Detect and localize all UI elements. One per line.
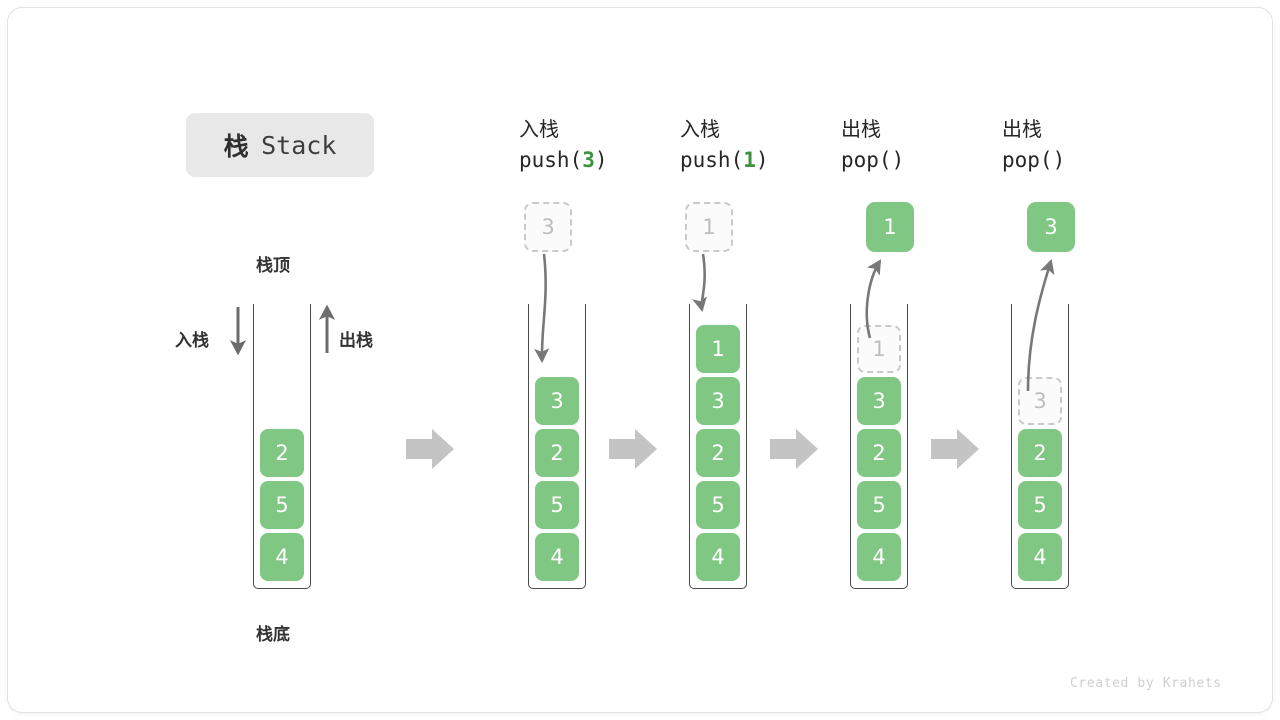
stack-cell: 4	[696, 533, 740, 581]
stack-cell: 5	[857, 481, 901, 529]
step-header-2: 入栈 push(1)	[680, 114, 830, 176]
stack-top-label: 栈顶	[256, 256, 290, 276]
stack-cell: 5	[696, 481, 740, 529]
popped-ghost-cell: 3	[1018, 377, 1062, 425]
step-header-3: 出栈 pop()	[841, 114, 991, 176]
stack-cell: 2	[535, 429, 579, 477]
code-suffix: )	[891, 148, 905, 172]
block-arrow	[931, 429, 979, 469]
incoming-value-ghost-1: 3	[524, 202, 572, 252]
code-prefix: pop(	[841, 148, 892, 172]
stack-cell: 3	[535, 377, 579, 425]
step-header-4: 出栈 pop()	[1002, 114, 1152, 176]
block-arrow	[770, 429, 818, 469]
stack-cell: 2	[1018, 429, 1062, 477]
code-prefix: push(	[680, 148, 744, 172]
step-op-cn-3: 出栈	[841, 117, 881, 141]
step-op-cn-2: 入栈	[680, 117, 720, 141]
step-op-code-2: push(1)	[680, 144, 830, 176]
step-op-code-3: pop()	[841, 144, 991, 176]
stack-cell: 5	[260, 481, 304, 529]
pop-direction-label: 出栈	[339, 331, 373, 351]
step-op-cn-4: 出栈	[1002, 117, 1042, 141]
stack-cell: 4	[260, 533, 304, 581]
diagram-title: 栈 Stack	[186, 113, 374, 177]
outgoing-value-3: 1	[866, 202, 914, 252]
step-op-code-1: push(3)	[519, 144, 669, 176]
code-arg: 3	[582, 148, 595, 172]
stack-cell: 5	[535, 481, 579, 529]
stack-cell: 2	[696, 429, 740, 477]
stack-container-step-1: 3 2 5 4	[528, 304, 586, 589]
stack-container-step-4: 3 2 5 4	[1011, 304, 1069, 589]
stack-container-initial: 2 5 4	[253, 304, 311, 589]
code-prefix: pop(	[1002, 148, 1053, 172]
title-english: Stack	[261, 130, 337, 160]
stack-cell: 5	[1018, 481, 1062, 529]
incoming-value-ghost-2: 1	[685, 202, 733, 252]
step-op-code-4: pop()	[1002, 144, 1152, 176]
stack-cell: 1	[696, 325, 740, 373]
block-arrow	[406, 429, 454, 469]
push-direction-label: 入栈	[175, 331, 209, 351]
stack-cell: 3	[696, 377, 740, 425]
stack-cell: 4	[857, 533, 901, 581]
code-suffix: )	[594, 148, 608, 172]
diagram-canvas: 栈 Stack 栈顶 栈底 入栈 出栈 2 5 4 入栈 push(3) 3 3…	[8, 8, 1272, 712]
push-flow-arrow-2	[692, 253, 707, 313]
stack-cell: 2	[857, 429, 901, 477]
block-arrow	[609, 429, 657, 469]
title-chinese: 栈	[223, 132, 250, 161]
stack-bottom-label: 栈底	[256, 625, 290, 645]
code-prefix: push(	[519, 148, 583, 172]
step-op-cn-1: 入栈	[519, 117, 559, 141]
watermark-credit: Created by Krahets	[1070, 676, 1222, 691]
step-header-1: 入栈 push(3)	[519, 114, 669, 176]
stack-cell: 4	[1018, 533, 1062, 581]
code-suffix: )	[1052, 148, 1066, 172]
stack-cell: 2	[260, 429, 304, 477]
stack-cell: 3	[857, 377, 901, 425]
stack-container-step-2: 1 3 2 5 4	[689, 304, 747, 589]
stack-cell: 4	[535, 533, 579, 581]
code-arg: 1	[743, 148, 756, 172]
popped-ghost-cell: 1	[857, 325, 901, 373]
stack-container-step-3: 1 3 2 5 4	[850, 304, 908, 589]
code-suffix: )	[755, 148, 769, 172]
outgoing-value-4: 3	[1027, 202, 1075, 252]
